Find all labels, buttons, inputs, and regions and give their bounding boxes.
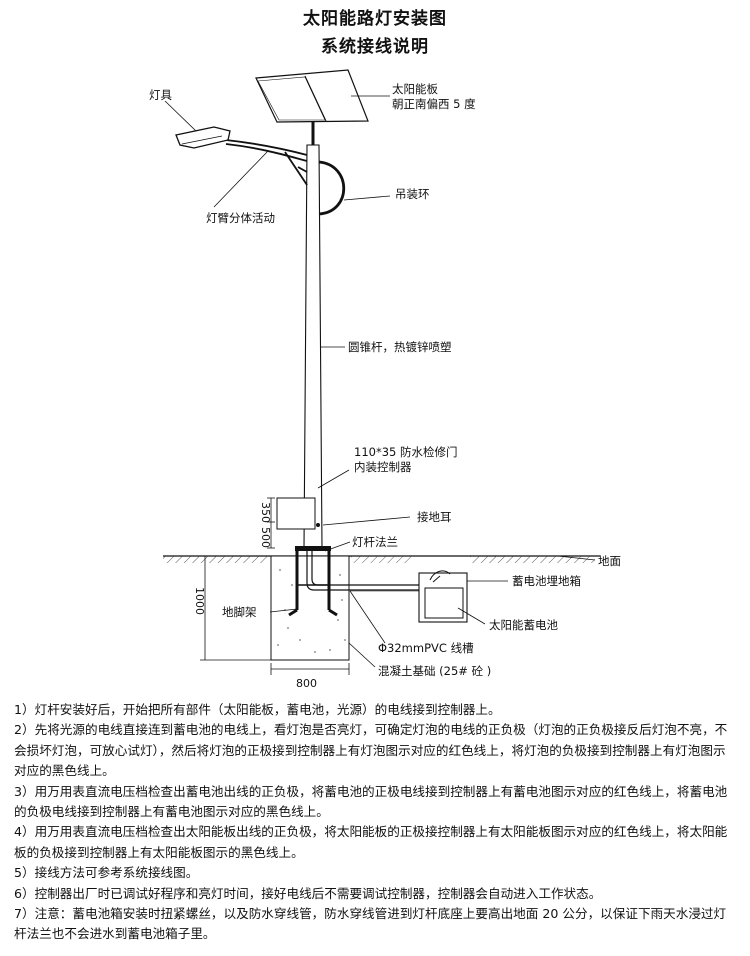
label-pole: 圆锥杆，热镀锌喷塑 bbox=[348, 340, 452, 354]
label-solar-panel: 太阳能板 bbox=[392, 82, 438, 96]
subtitle: 系统接线说明 bbox=[321, 37, 429, 57]
label-arm: 灯臂分体活动 bbox=[206, 211, 275, 225]
label-conduit: Φ32mmPVC 线槽 bbox=[378, 641, 474, 655]
battery-box bbox=[418, 570, 468, 623]
label-ground: 地面 bbox=[598, 554, 621, 568]
hanging-ring bbox=[318, 160, 345, 216]
installation-drawing: 350 500 1000 800 灯具 太阳能板 朝正南偏西 5 度 灯臂分体活… bbox=[149, 69, 621, 690]
label-lamp: 灯具 bbox=[149, 88, 172, 102]
ground-surface bbox=[163, 555, 600, 563]
label-concrete: 混凝土基础 (25# 砼 ) bbox=[378, 664, 491, 678]
dim-500: 500 bbox=[259, 527, 272, 548]
ground-lug-point bbox=[316, 523, 320, 527]
dim-800: 800 bbox=[296, 677, 317, 690]
dim-350: 350 bbox=[259, 502, 272, 523]
label-flange: 灯杆法兰 bbox=[352, 535, 398, 549]
label-anchor: 地脚架 bbox=[222, 605, 257, 619]
note-item: 1）灯杆安装好后，开始把所有部件（太阳能板，蓄电池，光源）的电线接到控制器上。 bbox=[14, 702, 501, 717]
main-title: 太阳能路灯安装图 bbox=[303, 9, 447, 29]
solar-panel bbox=[255, 69, 369, 123]
note-item: 3）用万用表直流电压档检查出蓄电池出线的正负极，将蓄电池的正极电线接到控制器上有… bbox=[14, 783, 728, 820]
pole-flange bbox=[295, 546, 331, 551]
concrete-foundation bbox=[270, 555, 350, 661]
lamp-arm bbox=[225, 139, 308, 186]
dimension-lines bbox=[200, 497, 350, 675]
maintenance-door bbox=[276, 497, 316, 530]
label-panel-orientation: 朝正南偏西 5 度 bbox=[392, 97, 476, 111]
label-ground-lug: 接地耳 bbox=[417, 510, 452, 524]
wiring-notes: 1）灯杆安装好后，开始把所有部件（太阳能板，蓄电池，光源）的电线接到控制器上。 … bbox=[14, 700, 738, 945]
note-item: 4）用万用表直流电压档检查出太阳能板出线的正负极，将太阳能板的正极接控制器上有太… bbox=[14, 824, 728, 860]
label-battery: 太阳能蓄电池 bbox=[489, 618, 558, 632]
leader-lines bbox=[164, 95, 596, 668]
label-hanging-ring: 吊装环 bbox=[395, 187, 430, 201]
note-item: 5）接线方法可参考系统接线图。 bbox=[14, 865, 199, 881]
label-battery-box: 蓄电池埋地箱 bbox=[512, 574, 581, 588]
dim-1000: 1000 bbox=[193, 587, 206, 615]
note-item: 2）先将光源的电线直接连到蓄电池的电线上，看灯泡是否亮灯，可确定灯泡的电线的正负… bbox=[14, 722, 728, 779]
note-item: 7）注意：蓄电池箱安装时扭紧螺丝，以及防水穿线管，防水穿线管进到灯杆底座上要高出… bbox=[14, 906, 727, 942]
label-door-line1: 110*35 防水检修门 bbox=[354, 445, 458, 459]
note-item: 6）控制器出厂时已调试好程序和亮灯时间，接好电线后不需要调试控制器，控制器会自动… bbox=[14, 885, 602, 901]
lamp-head bbox=[175, 126, 231, 149]
pvc-conduit bbox=[306, 551, 429, 592]
label-door-line2: 内装控制器 bbox=[354, 460, 412, 474]
